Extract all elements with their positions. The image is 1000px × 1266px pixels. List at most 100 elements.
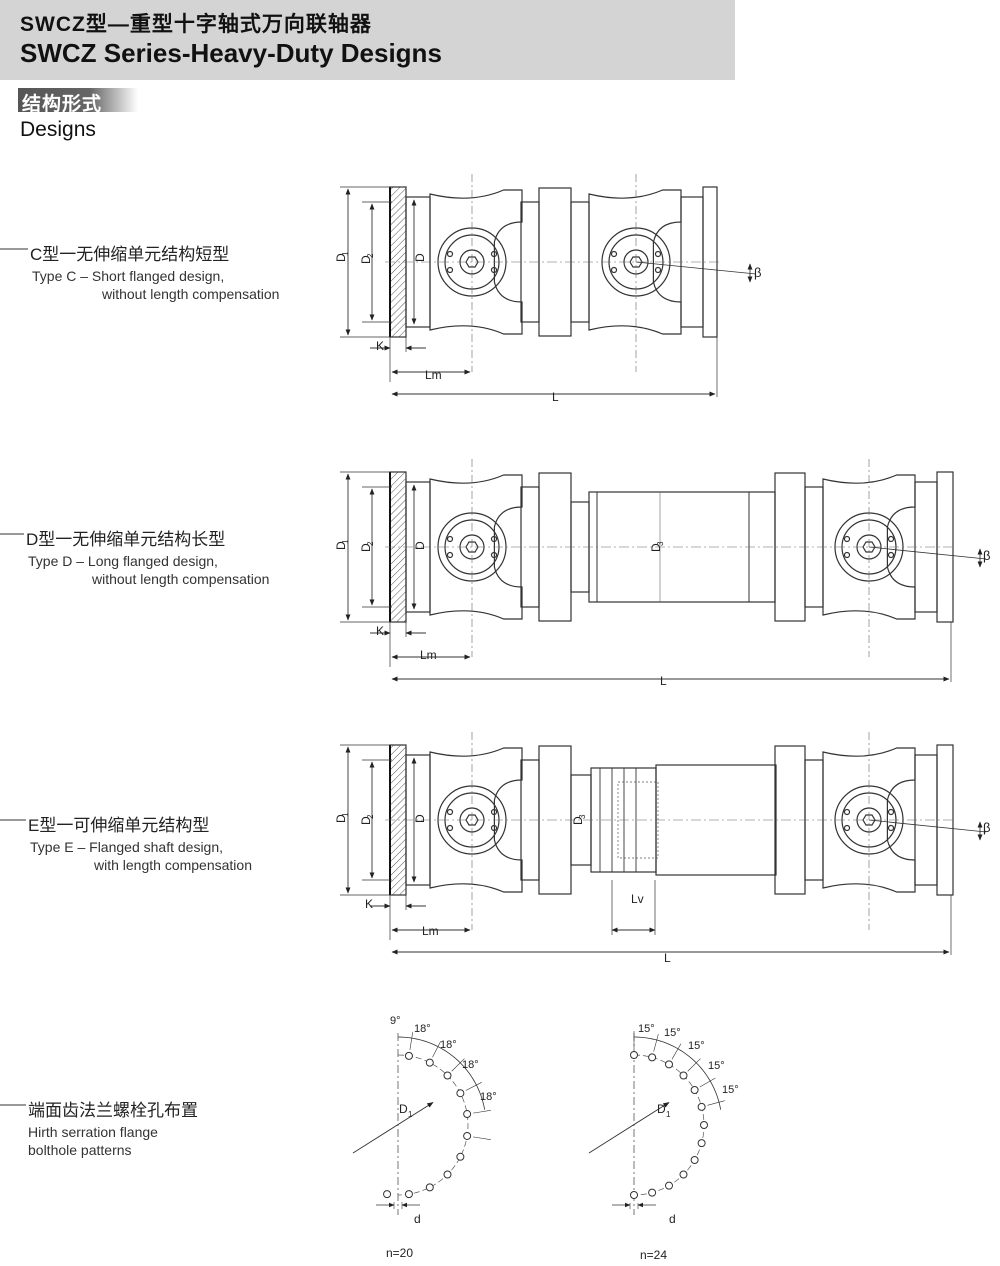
- label-d-bolt24: d: [669, 1212, 676, 1226]
- label-d1-sub-d: 1: [341, 539, 350, 544]
- right-cross-bolt-1: [610, 266, 618, 274]
- right-cross-bolt-3: [887, 551, 895, 559]
- label-angle-24-a: 15°: [638, 1023, 655, 1035]
- label-beta-d: β: [983, 548, 990, 563]
- angle-tick-5: [473, 1136, 491, 1141]
- caption-type-c-cn: C型一无伸缩单元结构短型: [30, 245, 230, 264]
- left-cross-bolt-2: [490, 535, 498, 543]
- page-title-en: SWCZ Series-Heavy-Duty Designs: [20, 38, 442, 68]
- left-cross-bolt-0: [446, 808, 454, 816]
- left-cross-bolt-1: [446, 551, 454, 559]
- bolt-hole-10: [383, 1190, 392, 1199]
- angle-tick-2: [671, 1043, 682, 1060]
- caption-type-c-line1: Type C – Short flanged design,: [32, 268, 225, 284]
- label-d3-sub-e: 3: [578, 814, 587, 819]
- label-lm-e: Lm: [422, 924, 439, 938]
- bolt-hole-0: [404, 1051, 413, 1060]
- angle-arc: [397, 1036, 486, 1110]
- bolt-hole-9: [679, 1170, 688, 1179]
- beta-line: [635, 261, 757, 275]
- bolt-hole-1: [648, 1053, 657, 1062]
- left-cross-bolt-2: [490, 808, 498, 816]
- bolthole-pattern-n20: [352, 1032, 491, 1215]
- label-angle-20-a: 18°: [414, 1023, 431, 1035]
- angle-tick-5: [707, 1100, 725, 1106]
- left-cross-bolt-2: [490, 250, 498, 258]
- caption-bolthole-line1: Hirth serration flange: [28, 1124, 158, 1140]
- caption-type-c-line2: without length compensation: [102, 286, 280, 302]
- bolt-hole-9: [404, 1190, 413, 1199]
- bolt-hole-3: [679, 1071, 688, 1080]
- right-cross-bolt-2: [887, 535, 895, 543]
- caption-type-d: D型一无伸缩单元结构长型 Type D – Long flanged desig…: [26, 525, 269, 587]
- bolthole-pattern-n24: [588, 1031, 725, 1215]
- angle-tick-4: [473, 1109, 491, 1114]
- label-angle-24-d: 15°: [708, 1060, 725, 1072]
- caption-type-d-cn: D型一无伸缩单元结构长型: [26, 530, 226, 549]
- label-k-e: K: [365, 897, 373, 911]
- label-l-c: L: [552, 390, 559, 404]
- type-d-drawing: [340, 459, 987, 682]
- label-d1-sub-c: 1: [341, 251, 350, 256]
- label-d-d: D: [413, 541, 427, 550]
- label-d1-bolt20: D: [399, 1102, 408, 1116]
- right-cross-bolt-0: [610, 250, 618, 258]
- bolt-hole-6: [700, 1121, 708, 1129]
- bolt-hole-7: [443, 1170, 452, 1179]
- bolt-hole-2: [665, 1060, 673, 1069]
- right-cross-bolt-3: [654, 266, 662, 274]
- label-l-e: L: [664, 951, 671, 965]
- right-cross-bolt-2: [887, 808, 895, 816]
- bolt-hole-7: [697, 1139, 706, 1148]
- label-d1-c: D: [334, 253, 348, 262]
- dimension-labels: D 1 D 2 D K Lm L β D 1 D 2 D D 3 K Lm L …: [334, 251, 990, 1262]
- right-cross-bolt-0: [843, 808, 851, 816]
- header-banner: [0, 0, 735, 80]
- caption-type-d-line1: Type D – Long flanged design,: [28, 553, 218, 569]
- bolt-hole-0: [630, 1051, 638, 1059]
- right-cross-bolt-2: [654, 250, 662, 258]
- label-k-d: K: [376, 624, 384, 638]
- left-yoke: [429, 474, 523, 620]
- angle-tick-3: [465, 1082, 482, 1091]
- left-cross-bolt-1: [446, 824, 454, 832]
- beta-line: [868, 546, 987, 560]
- angle-arc: [633, 1036, 722, 1110]
- label-d3-e: D: [571, 816, 585, 825]
- caption-leaders: [0, 248, 28, 1106]
- label-l-d: L: [660, 674, 667, 688]
- label-d1-bolt24: D: [657, 1102, 666, 1116]
- label-beta-c: β: [754, 265, 761, 280]
- angle-tick-1: [653, 1034, 659, 1052]
- bolt-hole-4: [690, 1086, 699, 1094]
- right-cross-bolt-0: [843, 535, 851, 543]
- label-d2-c: D: [359, 255, 373, 264]
- pitch-circle: [633, 1054, 705, 1196]
- left-cross-bolt-3: [490, 551, 498, 559]
- label-angle-20-c: 18°: [462, 1059, 479, 1071]
- bolt-hole-5: [463, 1131, 472, 1140]
- angle-tick-2: [451, 1058, 465, 1072]
- label-d1-d: D: [334, 541, 348, 550]
- right-cross-bolt-1: [843, 551, 851, 559]
- label-d3-d: D: [649, 543, 663, 552]
- section-title-cn: 结构形式: [22, 94, 103, 115]
- label-d2-sub-e: 2: [366, 814, 375, 819]
- beta-line: [868, 819, 987, 833]
- angle-tick-0: [409, 1032, 414, 1050]
- label-d-e: D: [413, 814, 427, 823]
- section-tab: [18, 88, 138, 112]
- left-yoke: [429, 189, 523, 335]
- caption-type-d-line2: without length compensation: [92, 571, 270, 587]
- label-d3-sub-d: 3: [656, 541, 665, 546]
- caption-type-e-line2: with length compensation: [94, 857, 252, 873]
- label-angle-24-c: 15°: [688, 1040, 705, 1052]
- caption-type-e-cn: E型一可伸缩单元结构型: [28, 816, 210, 835]
- caption-type-e-line1: Type E – Flanged shaft design,: [30, 839, 224, 855]
- left-cross-bolt-3: [490, 266, 498, 274]
- label-lv-e: Lv: [631, 892, 644, 906]
- bolt-hole-1: [425, 1058, 434, 1067]
- label-d1-e: D: [334, 814, 348, 823]
- label-d1-sub-bolt20: 1: [408, 1110, 413, 1119]
- pitch-circle: [397, 1054, 469, 1196]
